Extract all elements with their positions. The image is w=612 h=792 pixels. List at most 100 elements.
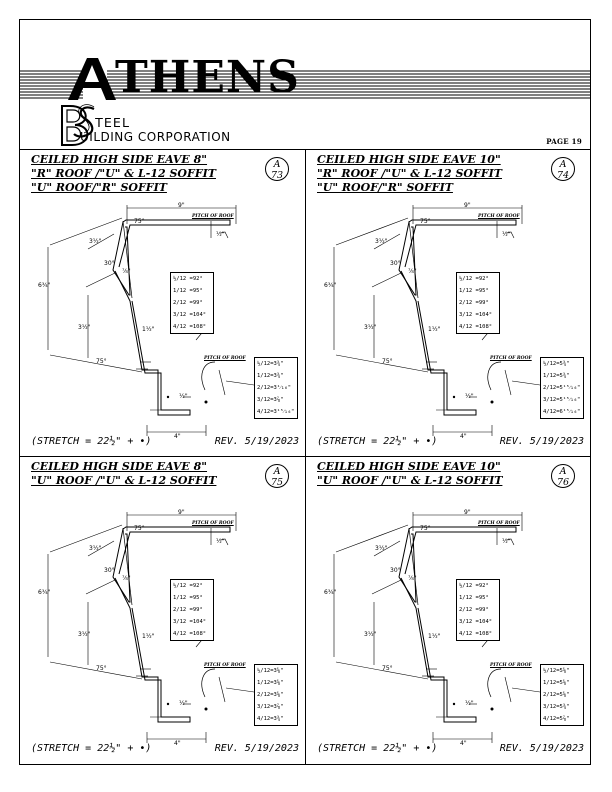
dim-hem-bottom: ½" [179,700,188,707]
logo-steel-text: TEEL [95,116,131,130]
detail-title-line: "U" ROOF /"U" & L-12 SOFFIT [317,474,503,487]
pitch-angle-row: 2/12 =99° [459,607,489,613]
dim-angle-bottom: 75° [96,665,107,672]
dim-mid-gap: ⅞" [122,268,131,275]
detail-title-line: "R" ROOF /"U" & L-12 SOFFIT [31,167,216,180]
detail-title-line: CEILED HIGH SIDE EAVE 8" [31,153,208,166]
eave-trim-drawing [333,512,541,743]
dim-bottom-width: 4" [174,433,181,440]
dim-lower-height: 3½" [78,324,91,331]
pitch-length-row: 4/12=3¾" [257,716,284,722]
pitch-angle-row: 4/12 =108° [459,324,493,330]
pitch-angle-row: 1/12 =95° [173,288,203,294]
dim-top-width: 9" [464,509,471,516]
revision-date: REV. 5/19/2023 [214,743,299,754]
page-header: THENS TEEL UILDING CORPORATION PAGE 19 [20,20,590,150]
pitch-angle-row: 2/12 =99° [173,300,203,306]
dim-total-height: 6¾" [324,589,337,596]
page-number: PAGE 19 [546,137,582,146]
pitch-label-top: PITCH OF ROOF [478,214,520,219]
pitch-length-row: ½/12=3¾" [257,361,284,367]
dim-lower-height: 3½" [364,324,377,331]
pitch-angle-row: 3/12 =104° [173,312,207,318]
pitch-length-row: 3/12=3⅞" [257,397,284,403]
pitch-length-table: ½/12=5⅝"1/12=5⅝"2/12=5⅝"3/12=5¾"4/12=5⅞" [540,664,584,726]
revision-date: REV. 5/19/2023 [214,436,299,447]
detail-title-line: "R" ROOF /"U" & L-12 SOFFIT [317,167,502,180]
detail-badge-letter: A [273,466,281,477]
pitch-length-row: 1/12=5⅝" [543,680,570,686]
revision-date: REV. 5/19/2023 [499,743,584,754]
dim-mid-gap: ⅞" [408,268,417,275]
stretch-note: (STRETCH = 22½" + •) [31,436,152,447]
pitch-length-row: ½/12=5¾" [543,361,570,367]
logo-graphic [20,58,590,146]
dim-angle-top: 75° [134,218,145,225]
dim-hem-top: ½" [502,231,511,238]
dim-bottom-width: 4" [460,740,467,747]
detail-title-line: "U" ROOF/"R" SOFFIT [31,181,167,194]
pitch-length-row: 2/12=5¹⁵⁄₁₆" [543,385,581,391]
pitch-length-row: 2/12=3⅝" [257,692,284,698]
pitch-length-table: ½/12=3⅝"1/12=3⅝"2/12=3⅝"3/12=3⅞"4/12=3¾" [254,664,298,726]
revision-date: REV. 5/19/2023 [499,436,584,447]
dim-angle-top: 75° [420,525,431,532]
pitch-length-row: 3/12=5¾" [543,704,570,710]
dim-mid-gap: ⅞" [408,575,417,582]
eave-trim-drawing [47,205,255,436]
detail-title-line: "U" ROOF/"R" SOFFIT [317,181,453,194]
pitch-angle-row: 2/12 =99° [173,607,203,613]
pitch-length-row: ½/12=5⅝" [543,668,570,674]
pitch-angle-row: 1/12 =95° [459,288,489,294]
dim-upper-height: 3½" [375,545,388,552]
dim-mid-gap: ⅞" [122,575,131,582]
dim-upper-height: 3½" [375,238,388,245]
dim-lower-step: 1½" [142,326,155,333]
dim-angle-top: 75° [420,218,431,225]
detail-badge-number: 74 [556,170,570,181]
stretch-note: (STRETCH = 22½" + •) [317,436,438,447]
pitch-length-row: 3/12=3⅞" [257,704,284,710]
pitch-length-row: 1/12=5¾" [543,373,570,379]
dim-bottom-width: 4" [460,433,467,440]
detail-title-line: CEILED HIGH SIDE EAVE 10" [317,460,501,473]
dim-top-width: 9" [178,509,185,516]
logo-building-text: UILDING CORPORATION [80,130,231,144]
pitch-length-row: 1/12=3¾" [257,373,284,379]
pitch-label-bottom: PITCH OF ROOF [204,663,246,668]
dim-angle-bottom: 75° [96,358,107,365]
pitch-angle-row: 4/12 =108° [173,631,207,637]
pitch-angle-row: 4/12 =108° [459,631,493,637]
logo-main-text: THENS [115,52,300,103]
stretch-note: (STRETCH = 22½" + •) [31,743,152,754]
page-frame: THENS TEEL UILDING CORPORATION PAGE 19 [19,19,591,765]
pitch-label-top: PITCH OF ROOF [192,214,234,219]
detail-panel-73: CEILED HIGH SIDE EAVE 8""R" ROOF /"U" & … [20,150,305,456]
pitch-angle-row: 1/12 =95° [173,595,203,601]
dim-hem-bottom: ½" [465,700,474,707]
dim-hem-top: ½" [216,538,225,545]
detail-panel-76: CEILED HIGH SIDE EAVE 10""U" ROOF /"U" &… [306,457,590,764]
dim-bottom-width: 4" [174,740,181,747]
dim-angle-mid: 30° [104,260,115,267]
eave-trim-drawing [333,205,541,436]
detail-title-line: CEILED HIGH SIDE EAVE 8" [31,460,208,473]
pitch-length-row: 4/12=6¹⁵⁄₁₆" [543,409,581,415]
dim-angle-bottom: 75° [382,358,393,365]
detail-title-line: CEILED HIGH SIDE EAVE 10" [317,153,501,166]
detail-badge-letter: A [559,159,567,170]
dim-hem-top: ½" [216,231,225,238]
pitch-angle-table: ½/12 =92°1/12 =95°2/12 =99°3/12 =104°4/1… [170,579,214,641]
pitch-angle-row: 3/12 =104° [173,619,207,625]
detail-badge-letter: A [273,159,281,170]
dim-upper-height: 3½" [89,238,102,245]
dim-angle-top: 75° [134,525,145,532]
dim-hem-top: ½" [502,538,511,545]
detail-panel-74: CEILED HIGH SIDE EAVE 10""R" ROOF /"U" &… [306,150,590,456]
pitch-angle-table: ½/12 =92°1/12 =95°2/12 =99°3/12 =104°4/1… [456,272,500,334]
dim-hem-bottom: ½" [465,393,474,400]
pitch-length-row: 1/12=3⅝" [257,680,284,686]
dim-lower-step: 1½" [142,633,155,640]
pitch-label-top: PITCH OF ROOF [192,521,234,526]
